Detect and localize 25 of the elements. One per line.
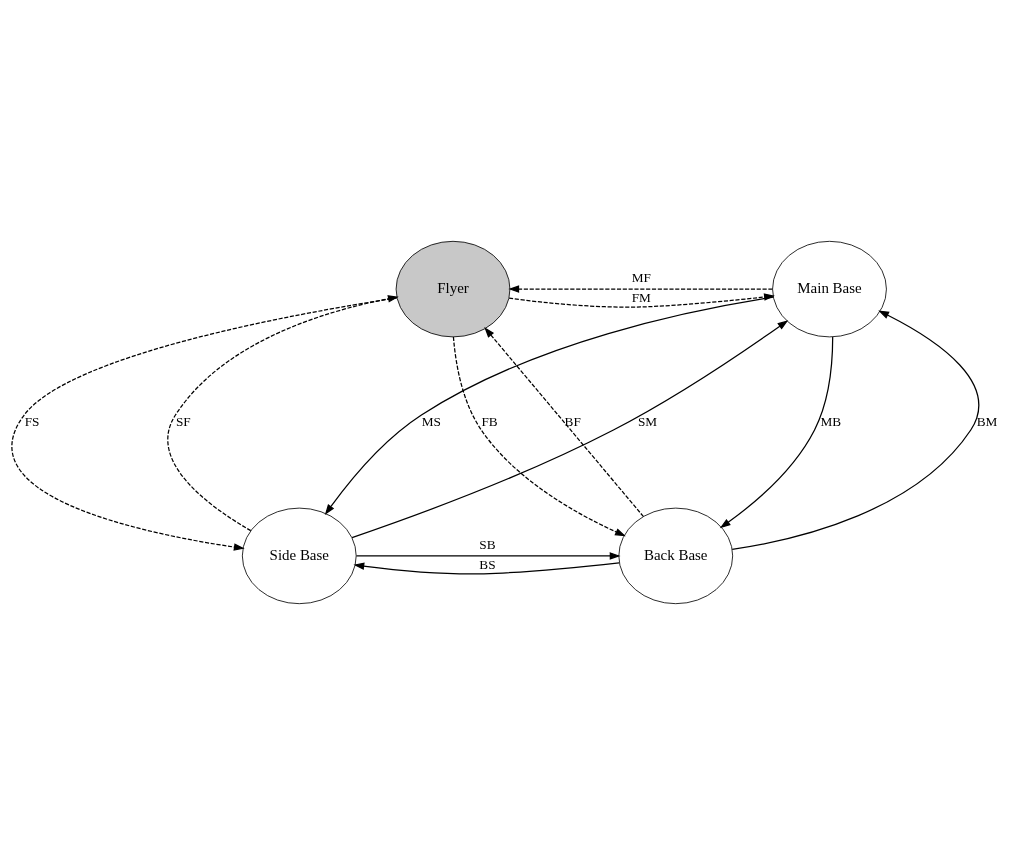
arrow [484, 326, 644, 517]
arrow [719, 335, 834, 528]
arrow [452, 335, 626, 536]
node-ellipse: Main Base [772, 240, 887, 337]
edge-label: MS [421, 413, 442, 429]
arrow [167, 294, 399, 531]
arrow [324, 296, 774, 515]
edge-label: SM [637, 413, 658, 429]
edge-label: FB [481, 413, 498, 429]
edge-label: BS [479, 556, 496, 572]
edge-label: BF [564, 413, 581, 429]
arrow [353, 561, 620, 574]
edge-label: FS [24, 413, 40, 429]
node-ellipse: Side Base [241, 507, 357, 604]
arrow [731, 309, 980, 550]
arrow [508, 284, 773, 293]
edge-label: MB [820, 413, 842, 429]
edge-label: MF [631, 269, 651, 285]
arrow [355, 551, 621, 560]
edge-label: SF [175, 413, 191, 429]
edge-label: FM [631, 289, 651, 305]
edge-label: SB [479, 536, 496, 552]
arrow [351, 319, 789, 538]
edge-label: BM [976, 413, 998, 429]
arrow [11, 296, 398, 551]
